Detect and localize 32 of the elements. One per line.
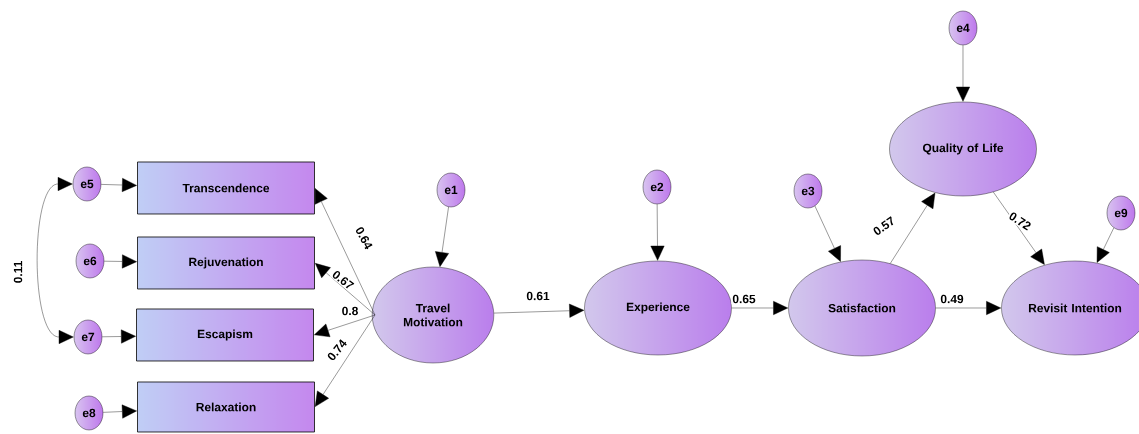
indicator-box: Escapism xyxy=(136,308,314,362)
path-arrow xyxy=(103,404,137,419)
indicator-box: Rejuvenation xyxy=(137,236,315,290)
edge-label: 0.64 xyxy=(356,227,373,250)
path-arrow xyxy=(956,45,970,102)
edge-label: 0.61 xyxy=(526,291,550,301)
edge-label: 0.57 xyxy=(873,216,894,235)
path-arrow xyxy=(315,263,376,316)
path-arrow xyxy=(101,178,137,192)
indicator-box: Relaxation xyxy=(137,381,315,433)
path-arrow xyxy=(493,303,585,318)
edge-label: 0.72 xyxy=(1009,212,1031,231)
path-arrow xyxy=(104,254,137,269)
edge-label: 0.67 xyxy=(332,270,355,289)
path-arrow xyxy=(314,188,376,316)
path-arrow xyxy=(102,329,136,344)
path-arrow xyxy=(890,192,936,264)
path-arrow xyxy=(731,301,788,315)
edge-label: 0.49 xyxy=(940,294,964,304)
path-arrow xyxy=(650,204,665,261)
indicator-box: Transcendence xyxy=(137,161,315,215)
edge-label: 0.11 xyxy=(13,261,23,283)
path-arrow xyxy=(36,177,74,344)
path-arrow xyxy=(814,205,841,262)
edge-label: 0.65 xyxy=(732,294,756,304)
path-arrow xyxy=(314,314,376,407)
edge-label: 0.8 xyxy=(342,306,358,316)
path-arrow xyxy=(435,206,449,267)
path-arrow xyxy=(314,314,376,337)
path-arrow xyxy=(993,191,1045,265)
path-arrow xyxy=(1096,227,1114,263)
path-arrow xyxy=(935,301,1001,315)
